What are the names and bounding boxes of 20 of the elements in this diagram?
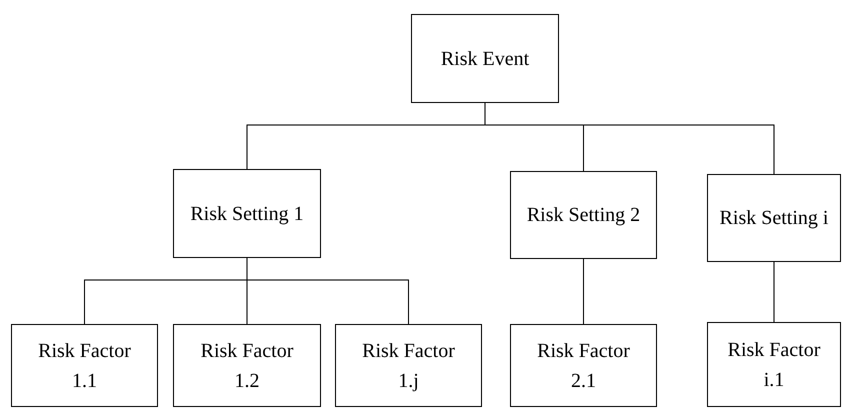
process-box (510, 171, 657, 259)
process-box (173, 324, 321, 407)
process-box (11, 324, 158, 407)
box-label: Risk Factor i.1 (726, 338, 822, 392)
box-label: Risk Setting 2 (526, 203, 640, 228)
box-label: Risk Factor 1.1 (37, 338, 132, 394)
box-label: Risk Factor 2.1 (536, 338, 631, 394)
process-box (411, 14, 559, 103)
process-box (707, 174, 841, 262)
box-label: Risk Setting 1 (190, 202, 304, 226)
box-label: Risk Setting i (720, 206, 828, 231)
process-box (335, 324, 482, 407)
process-box (173, 169, 321, 258)
process-box (510, 324, 657, 407)
box-label: Risk Factor 1.j (361, 338, 456, 394)
box-label: Risk Factor 1.2 (200, 338, 294, 394)
connector-line (583, 258, 584, 324)
process-box (707, 322, 841, 407)
box-label: Risk Event (440, 46, 530, 72)
connector-line (246, 258, 409, 324)
